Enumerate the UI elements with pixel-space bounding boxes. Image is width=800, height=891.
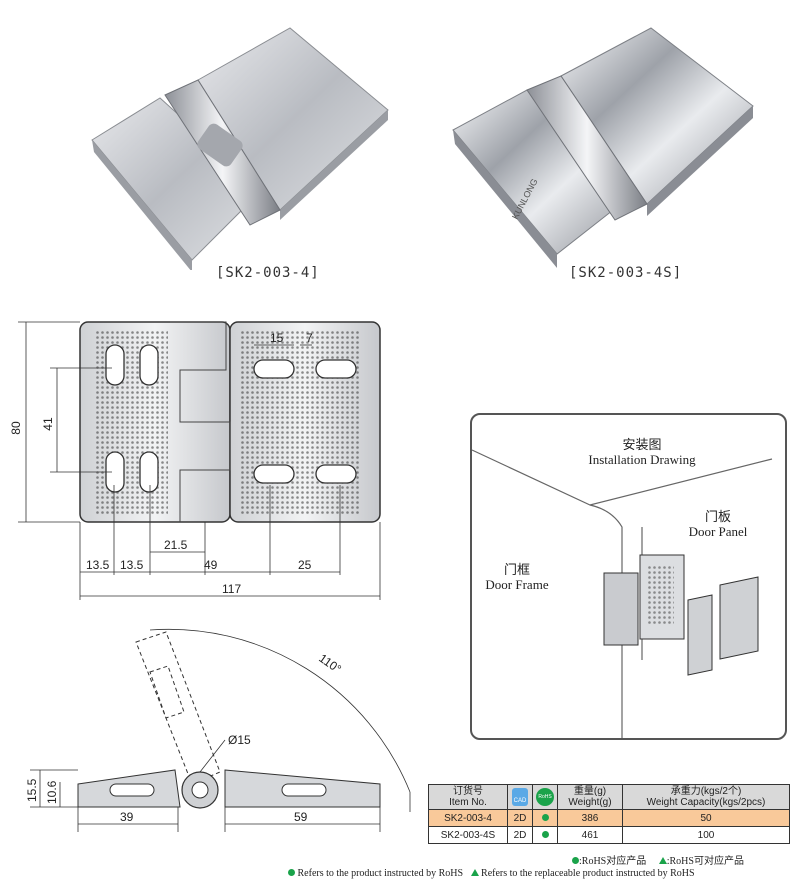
diameter-15: Ø15 bbox=[228, 733, 251, 747]
dim-25: 25 bbox=[298, 558, 312, 572]
rohs-dot-icon bbox=[572, 857, 579, 864]
product-photo-polished: KUNLONG [SK2-003-4S] bbox=[445, 20, 765, 281]
dim-13-5-b: 13.5 bbox=[120, 558, 144, 572]
door-panel-cn: 门板 bbox=[704, 509, 731, 524]
cell-weight: 386 bbox=[557, 809, 623, 827]
product-photo-brushed: [SK2-003-4] bbox=[80, 20, 400, 281]
cell-cad: 2D bbox=[507, 809, 533, 827]
legend-en: Refers to the product instructed by RoHS… bbox=[288, 868, 695, 879]
table-row: SK2-003-4 2D 386 50 bbox=[428, 809, 790, 827]
front-view-drawing: 80 41 15 7 13.5 13.5 21.5 49 25 117 bbox=[9, 321, 381, 600]
installation-title-en: Installation Drawing bbox=[588, 452, 696, 467]
cell-item: SK2-003-4 bbox=[428, 809, 508, 827]
angle-110: 110° bbox=[316, 651, 344, 676]
rohs-dot-icon bbox=[541, 813, 549, 821]
rohs-triangle-icon bbox=[658, 857, 667, 864]
header-item-en: Item No. bbox=[449, 797, 487, 808]
height-15-5: 15.5 bbox=[25, 778, 39, 802]
installation-title-cn: 安装图 bbox=[622, 437, 662, 452]
dim-80: 80 bbox=[9, 421, 23, 435]
installation-title: 安装图 Installation Drawing bbox=[562, 437, 722, 467]
door-frame-label: 门框 Door Frame bbox=[472, 562, 562, 592]
product-caption-1: [SK2-003-4] bbox=[216, 265, 320, 281]
header-weight-cn: 重量(g) bbox=[573, 786, 607, 797]
cell-capacity: 50 bbox=[622, 809, 790, 827]
rohs-icon: RoHS bbox=[536, 788, 554, 806]
cad-icon: CAD bbox=[512, 788, 528, 806]
header-weight-en: Weight(g) bbox=[568, 797, 612, 808]
dim-21-5: 21.5 bbox=[164, 538, 188, 552]
header-capacity-cn: 承重力(kgs/2个) bbox=[670, 786, 742, 797]
cell-weight: 461 bbox=[557, 826, 623, 844]
rohs-dot-icon bbox=[541, 830, 549, 838]
legend-rohs-cn: :RoHS对应产品 bbox=[579, 856, 647, 867]
cell-rohs bbox=[532, 809, 558, 827]
legend-cn: :RoHS对应产品 :RoHS可对应产品 bbox=[572, 852, 744, 867]
cell-capacity: 100 bbox=[622, 826, 790, 844]
height-10-6: 10.6 bbox=[45, 780, 59, 804]
door-frame-cn: 门框 bbox=[503, 562, 530, 577]
header-item-cn: 订货号 bbox=[453, 786, 483, 797]
rohs-triangle-icon bbox=[470, 869, 479, 876]
cell-cad: 2D bbox=[507, 826, 533, 844]
door-panel-en: Door Panel bbox=[688, 524, 748, 539]
side-view-drawing: 110° Ø15 15.5 10.6 39 59 bbox=[25, 628, 411, 832]
rohs-dot-icon bbox=[288, 869, 295, 876]
dim-49: 49 bbox=[204, 558, 218, 572]
legend-rohs-alt-cn: :RoHS可对应产品 bbox=[666, 856, 744, 867]
door-panel-label: 门板 Door Panel bbox=[668, 509, 768, 539]
cell-item: SK2-003-4S bbox=[428, 826, 508, 844]
installation-drawing-panel: 安装图 Installation Drawing 门板 Door Panel 门… bbox=[470, 413, 787, 740]
dim-15: 15 bbox=[270, 331, 284, 345]
width-59: 59 bbox=[294, 810, 308, 824]
width-39: 39 bbox=[120, 810, 134, 824]
dim-117: 117 bbox=[222, 582, 241, 596]
legend-rohs-en: Refers to the product instructed by RoHS bbox=[297, 868, 464, 879]
dim-7: 7 bbox=[306, 331, 313, 345]
product-caption-2: [SK2-003-4S] bbox=[569, 265, 683, 281]
dim-41: 41 bbox=[41, 417, 55, 431]
door-frame-en: Door Frame bbox=[485, 577, 549, 592]
legend-rohs-alt-en: Refers to the replaceable product instru… bbox=[481, 868, 695, 879]
dim-13-5-a: 13.5 bbox=[86, 558, 110, 572]
table-row: SK2-003-4S 2D 461 100 bbox=[428, 826, 790, 844]
header-capacity-en: Weight Capacity(kgs/2pcs) bbox=[646, 797, 766, 808]
cell-rohs bbox=[532, 826, 558, 844]
